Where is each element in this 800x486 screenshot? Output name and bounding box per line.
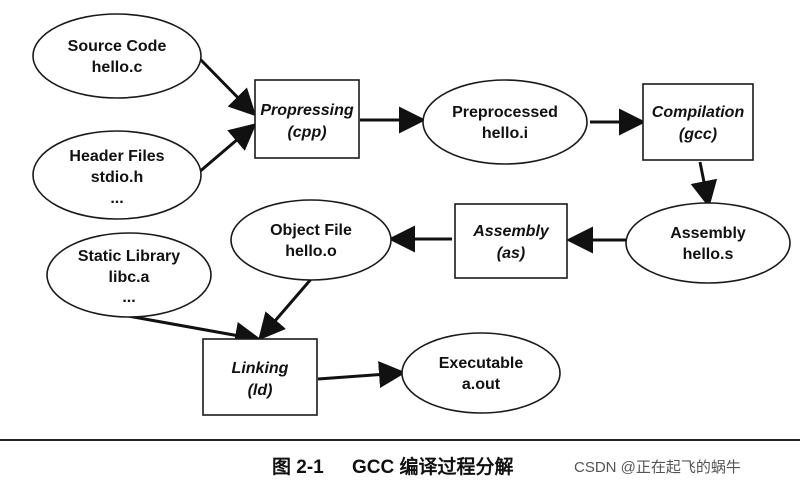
edge-static-library-to-linking — [127, 314, 262, 349]
node-assembly-step-line-2: (as) — [497, 245, 525, 262]
node-propressing-line-2: (cpp) — [287, 124, 326, 141]
node-static-library-line-3: ... — [122, 289, 135, 306]
node-assembly-file-shape — [625, 202, 791, 284]
node-object-file-line-2: hello.o — [285, 243, 337, 260]
node-linking-line-1: Linking — [232, 360, 289, 377]
node-assembly-step-line-1: Assembly — [472, 223, 550, 240]
node-preprocessed-line-2: hello.i — [482, 125, 528, 142]
edge-compilation-to-assembly-file — [690, 161, 718, 208]
node-propressing-line-1: Propressing — [260, 102, 354, 119]
node-compilation-shape — [642, 83, 754, 161]
node-preprocessed-shape — [422, 79, 588, 165]
node-preprocessed: Preprocessed hello.i — [422, 79, 588, 165]
node-propressing-shape — [254, 79, 360, 159]
node-assembly-step-shape — [454, 203, 568, 279]
node-static-library-line-2: libc.a — [109, 269, 150, 286]
node-header-files-line-2: stdio.h — [91, 169, 143, 186]
node-header-files-shape — [32, 130, 202, 220]
node-source-code-line-2: hello.c — [92, 59, 143, 76]
node-assembly-file: Assembly hello.s — [625, 202, 791, 284]
node-header-files-line-3: ... — [110, 190, 123, 207]
edge-source-code-to-propressing — [196, 55, 257, 117]
node-executable-line-2: a.out — [462, 376, 501, 393]
edges — [127, 55, 718, 388]
node-compilation-line-2: (gcc) — [679, 126, 717, 143]
edge-header-files-to-propressing — [197, 123, 257, 175]
node-executable-line-1: Executable — [439, 355, 524, 372]
node-assembly-step: Assembly (as) — [454, 203, 568, 279]
node-linking: Linking (ld) — [202, 338, 318, 416]
node-compilation: Compilation (gcc) — [642, 83, 754, 161]
node-executable-shape — [401, 332, 561, 414]
node-linking-line-2: (ld) — [248, 382, 273, 399]
node-source-code-shape — [32, 13, 202, 99]
node-source-code: Source Code hello.c — [32, 13, 202, 99]
node-assembly-file-line-1: Assembly — [670, 225, 746, 242]
figure-title: GCC 编译过程分解 — [352, 455, 514, 478]
edge-linking-to-executable — [317, 361, 406, 388]
node-preprocessed-line-1: Preprocessed — [452, 104, 558, 121]
node-static-library: Static Library libc.a ... — [46, 232, 212, 318]
node-executable: Executable a.out — [401, 332, 561, 414]
node-static-library-line-1: Static Library — [78, 248, 180, 265]
node-linking-shape — [202, 338, 318, 416]
node-header-files: Header Files stdio.h ... — [32, 130, 202, 220]
node-assembly-file-line-2: hello.s — [683, 246, 734, 263]
node-object-file-shape — [230, 199, 392, 281]
watermark: CSDN @正在起飞的蜗牛 — [574, 459, 741, 476]
node-header-files-line-1: Header Files — [69, 148, 164, 165]
node-object-file-line-1: Object File — [270, 222, 352, 239]
node-compilation-line-1: Compilation — [652, 104, 745, 121]
node-source-code-line-1: Source Code — [68, 38, 167, 55]
figure-label: 图 2-1 — [272, 456, 324, 478]
node-object-file: Object File hello.o — [230, 199, 392, 281]
node-propressing: Propressing (cpp) — [254, 79, 360, 159]
edge-object-file-to-linking — [258, 277, 314, 341]
node-static-library-shape — [46, 232, 212, 318]
